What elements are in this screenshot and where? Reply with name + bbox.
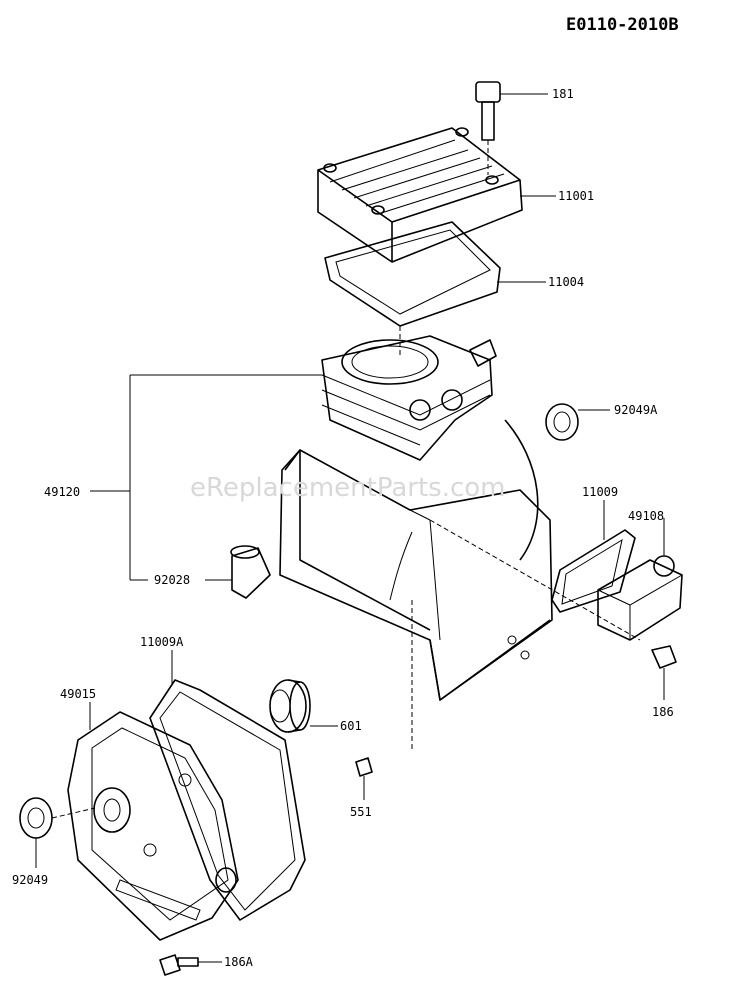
label-11009A: 11009A — [140, 635, 184, 649]
label-11009: 11009 — [582, 485, 618, 499]
label-49108: 49108 — [628, 509, 664, 523]
label-92028: 92028 — [154, 573, 190, 587]
bolt-181 — [475, 81, 548, 175]
ball-bearing-601 — [269, 679, 338, 733]
label-49015: 49015 — [60, 687, 96, 701]
label-11004: 11004 — [548, 275, 584, 289]
label-92049: 92049 — [12, 873, 48, 887]
label-186: 186 — [652, 705, 674, 719]
cylinder-head-11001 — [317, 127, 556, 263]
label-181: 181 — [552, 87, 574, 101]
bolt-186 — [651, 645, 677, 700]
crankcase-gasket-11009A — [149, 650, 306, 921]
label-186A: 186A — [224, 955, 254, 969]
crankcase-49120 — [90, 335, 641, 750]
watermark: eReplacementParts.com — [190, 473, 506, 503]
oil-seal-92049A — [545, 403, 610, 441]
oil-seal-92049 — [19, 797, 96, 868]
head-gasket-11004 — [324, 221, 546, 355]
plug-551 — [355, 757, 373, 800]
diagram-code: E0110-2010B — [566, 15, 679, 35]
breather-cover-49108 — [597, 518, 683, 641]
label-92049A: 92049A — [614, 403, 658, 417]
bushing-92028 — [205, 545, 271, 599]
label-601: 601 — [340, 719, 362, 733]
label-11001: 11001 — [558, 189, 594, 203]
breather-gasket-11009 — [551, 500, 636, 613]
crankcase-cover-49015 — [67, 702, 239, 941]
bolt-186A — [159, 954, 222, 976]
label-551: 551 — [350, 805, 372, 819]
label-49120: 49120 — [44, 485, 80, 499]
